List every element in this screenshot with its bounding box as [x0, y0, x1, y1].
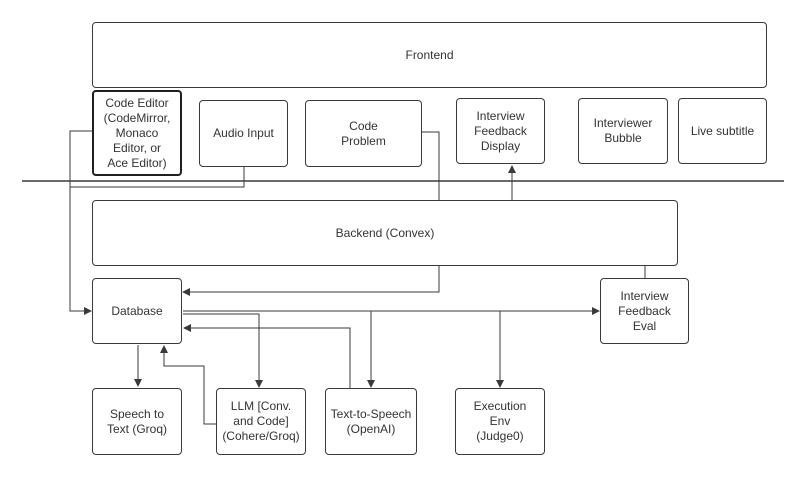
text-to-speech-label: Text-to-Speech (OpenAI) [330, 406, 412, 436]
speech-to-text-label: Speech to Text (Groq) [106, 406, 167, 436]
code-editor-label: Code Editor (CodeMirror, Monaco Editor, … [103, 95, 171, 170]
frontend-box: Frontend [92, 22, 767, 88]
backend-label: Backend (Convex) [335, 225, 435, 240]
feedback-display-box: Interview Feedback Display [456, 98, 545, 164]
feedback-eval-label: Interview Feedback Eval [618, 288, 671, 333]
live-subtitle-box: Live subtitle [678, 98, 767, 164]
feedback-eval-box: Interview Feedback Eval [600, 278, 689, 344]
edge-text-to-speech-to-database [183, 324, 351, 388]
feedback-display-label: Interview Feedback Display [474, 108, 527, 153]
code-editor-box: Code Editor (CodeMirror, Monaco Editor, … [92, 90, 182, 176]
edge-audio-input-to-database [70, 167, 245, 188]
database-box: Database [92, 278, 182, 344]
live-subtitle-label: Live subtitle [690, 123, 755, 138]
execution-env-box: Execution Env (Judge0) [455, 388, 545, 455]
text-to-speech-box: Text-to-Speech (OpenAI) [325, 388, 417, 455]
backend-box: Backend (Convex) [92, 200, 678, 266]
interviewer-bubble-box: Interviewer Bubble [578, 98, 668, 164]
execution-env-label: Execution Env (Judge0) [473, 399, 527, 443]
interviewer-bubble-label: Interviewer Bubble [593, 116, 653, 145]
code-problem-box: Code Problem [305, 100, 422, 167]
speech-to-text-box: Speech to Text (Groq) [92, 388, 182, 455]
edge-database-to-llm [183, 313, 263, 388]
audio-input-box: Audio Input [199, 100, 288, 167]
llm-label: LLM [Conv. and Code] (Cohere/Groq) [222, 399, 300, 443]
frontend-label: Frontend [405, 47, 454, 62]
database-label: Database [111, 303, 163, 318]
audio-input-label: Audio Input [213, 126, 274, 140]
code-problem-label: Code Problem [341, 118, 386, 148]
edge-llm-to-database [160, 345, 216, 425]
llm-box: LLM [Conv. and Code] (Cohere/Groq) [216, 388, 306, 455]
edge-code-editor-to-database [69, 130, 92, 315]
